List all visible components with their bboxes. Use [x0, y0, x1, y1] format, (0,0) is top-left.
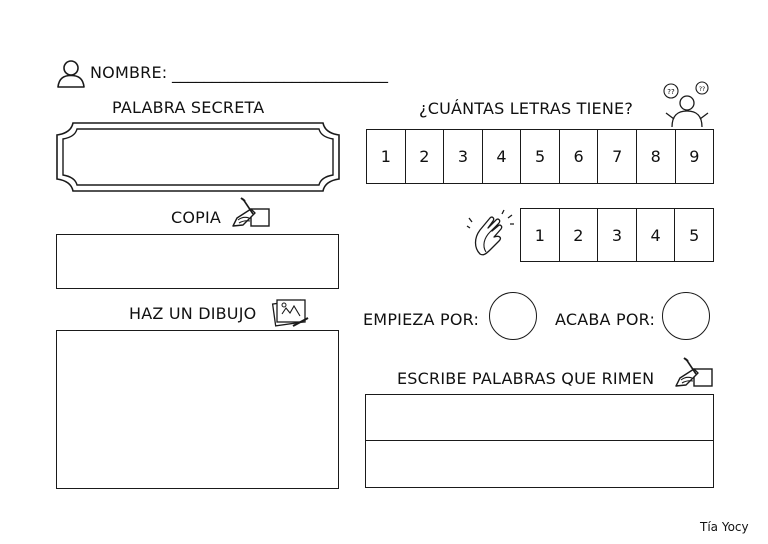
syllable-count-cell[interactable]: 5 — [689, 225, 700, 245]
copy-heading: COPIA — [171, 208, 222, 227]
svg-text:??: ?? — [667, 88, 675, 96]
secret-word-frame[interactable] — [55, 121, 341, 193]
drawing-paper-icon — [271, 299, 309, 327]
starts-with-label: EMPIEZA POR: — [363, 310, 480, 329]
syllable-count-cell[interactable]: 1 — [521, 209, 560, 261]
name-label: NOMBRE: — [90, 63, 168, 82]
letter-count-row: 1 2 3 4 5 6 7 8 9 — [366, 129, 714, 184]
author-credit: Tía Yocy — [700, 520, 749, 534]
name-row: NOMBRE: ___________________________ — [56, 58, 436, 88]
ends-with-circle[interactable] — [662, 292, 710, 340]
syllable-count-cell[interactable]: 3 — [598, 209, 637, 261]
letter-count-cell[interactable]: 2 — [406, 130, 445, 183]
ends-with-label: ACABA POR: — [555, 310, 656, 329]
copy-box[interactable] — [56, 234, 339, 289]
rhymes-heading: ESCRIBE PALABRAS QUE RIMEN — [397, 369, 655, 388]
letter-count-cell[interactable]: 6 — [560, 130, 599, 183]
svg-text:??: ?? — [699, 86, 705, 93]
letter-count-cell[interactable]: 4 — [483, 130, 522, 183]
starts-with-circle[interactable] — [489, 292, 537, 340]
letter-count-cell[interactable]: 9 — [689, 147, 700, 166]
letter-count-cell[interactable]: 3 — [444, 130, 483, 183]
secret-word-heading: PALABRA SECRETA — [112, 98, 265, 117]
letters-question: ¿CUÁNTAS LETRAS TIENE? — [419, 99, 634, 118]
drawing-box[interactable] — [56, 330, 339, 489]
user-outline-icon — [57, 60, 85, 88]
syllable-count-cell[interactable]: 4 — [637, 209, 676, 261]
letter-count-cell[interactable]: 7 — [598, 130, 637, 183]
letter-count-cell[interactable]: 8 — [637, 130, 676, 183]
letter-count-cell[interactable]: 1 — [367, 130, 406, 183]
rhymes-line-1[interactable] — [365, 394, 714, 442]
rhymes-line-2[interactable] — [365, 440, 714, 488]
name-field-line[interactable]: ___________________________ — [172, 64, 388, 83]
writing-hand-icon — [675, 357, 713, 387]
syllable-count-cell[interactable]: 2 — [560, 209, 599, 261]
syllable-count-row: 1 2 3 4 5 — [520, 208, 714, 262]
letter-count-cell[interactable]: 5 — [521, 130, 560, 183]
clapping-hands-icon — [466, 209, 514, 256]
draw-heading: HAZ UN DIBUJO — [129, 304, 257, 323]
writing-hand-icon — [232, 197, 270, 227]
thinking-person-icon: ?? ?? — [663, 81, 709, 128]
